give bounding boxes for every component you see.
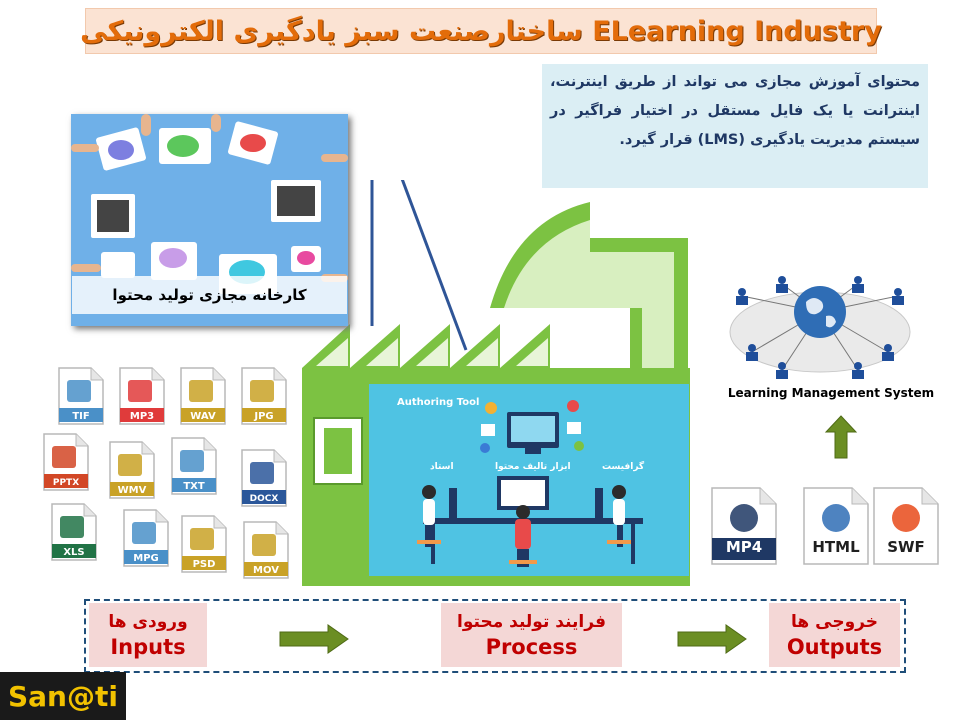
role-teacher-label: استاد xyxy=(430,462,454,472)
video-file-icon: WMV xyxy=(109,441,155,499)
lms-network-image xyxy=(729,276,911,379)
file-type-label: WMV xyxy=(118,485,147,496)
stage-inputs-fa: ورودی ها xyxy=(108,612,188,632)
file-type-label: WAV xyxy=(190,411,216,422)
file-type-label: MPG xyxy=(133,553,159,564)
authoring-screen xyxy=(369,384,689,576)
stage-process-fa: فرایند تولید محتوا xyxy=(457,612,606,632)
output-type-label: MP4 xyxy=(726,538,762,556)
output-type-label: SWF xyxy=(887,538,925,556)
flow-container xyxy=(84,599,906,673)
role-tool-label: ابزار تالیف محتوا xyxy=(495,462,571,472)
file-type-label: TXT xyxy=(183,481,205,492)
title-banner: ساختارصنعت سبز یادگیری الکترونیکی ELearn… xyxy=(80,8,882,54)
html-file-icon: HTML xyxy=(803,487,869,565)
file-type-label: MP3 xyxy=(130,411,154,422)
user-figures xyxy=(736,276,904,379)
file-type-label: TIF xyxy=(72,411,89,422)
file-type-label: DOCX xyxy=(250,494,279,504)
info-text-box: محتوای آموزش مجازی می تواند از طریق اینت… xyxy=(542,64,928,188)
authoring-tool-label: Authoring Tool xyxy=(397,397,480,408)
sanati-logo: San@ti xyxy=(0,672,126,720)
authoring-team-illustration xyxy=(369,384,689,576)
stage-process-en: Process xyxy=(485,635,578,659)
output-type-label: HTML xyxy=(812,538,860,556)
factory-window-inner xyxy=(324,428,352,474)
authoring-tool-icons xyxy=(480,400,584,454)
file-type-label: XLS xyxy=(63,547,84,558)
file-type-label: JPG xyxy=(253,411,273,422)
desk xyxy=(423,518,643,524)
photo-caption: کارخانه مجازی تولید محتوا xyxy=(72,276,347,314)
right-arrow-icon xyxy=(279,624,349,654)
stage-outputs-fa: خروجی ها xyxy=(791,612,878,632)
layers-file-icon: PSD xyxy=(181,515,227,573)
excel-file-icon: XLS xyxy=(51,503,97,561)
image-file-icon: TIF xyxy=(58,367,104,425)
right-arrow-icon xyxy=(677,624,747,654)
file-type-label: PSD xyxy=(193,559,216,570)
image-file-icon: JPG xyxy=(241,367,287,425)
lms-label: Learning Management System xyxy=(727,386,935,400)
flash-file-icon: SWF xyxy=(873,487,939,565)
video-file-icon: MPG xyxy=(123,509,169,567)
roof-windows xyxy=(316,338,548,366)
page-title: ساختارصنعت سبز یادگیری الکترونیکی ELearn… xyxy=(80,15,882,47)
chimney-inner xyxy=(504,220,674,380)
audio-file-icon: MP3 xyxy=(119,367,165,425)
powerpoint-file-icon: PPTX xyxy=(43,433,89,491)
word-file-icon: DOCX xyxy=(241,449,287,507)
stage-process: فرایند تولید محتوا Process xyxy=(441,603,622,667)
role-graphist-label: گرافیست xyxy=(602,462,645,472)
stage-outputs: خروجی ها Outputs xyxy=(769,603,900,667)
person-center xyxy=(509,505,537,567)
connector-line xyxy=(400,180,468,351)
mp4-file-icon: MP4 xyxy=(711,487,777,565)
stage-inputs: ورودی ها Inputs xyxy=(89,603,207,667)
person-left xyxy=(417,485,441,547)
speaker-file-icon: WAV xyxy=(180,367,226,425)
text-file-icon: TXT xyxy=(171,437,217,495)
file-type-label: MOV xyxy=(253,565,279,576)
up-arrow-icon xyxy=(824,415,858,459)
file-type-label: PPTX xyxy=(53,478,79,488)
stage-outputs-en: Outputs xyxy=(786,635,883,659)
clapper-file-icon: MOV xyxy=(243,521,289,579)
globe-icon xyxy=(794,286,846,338)
stage-inputs-en: Inputs xyxy=(110,635,186,659)
person-right xyxy=(607,485,631,547)
